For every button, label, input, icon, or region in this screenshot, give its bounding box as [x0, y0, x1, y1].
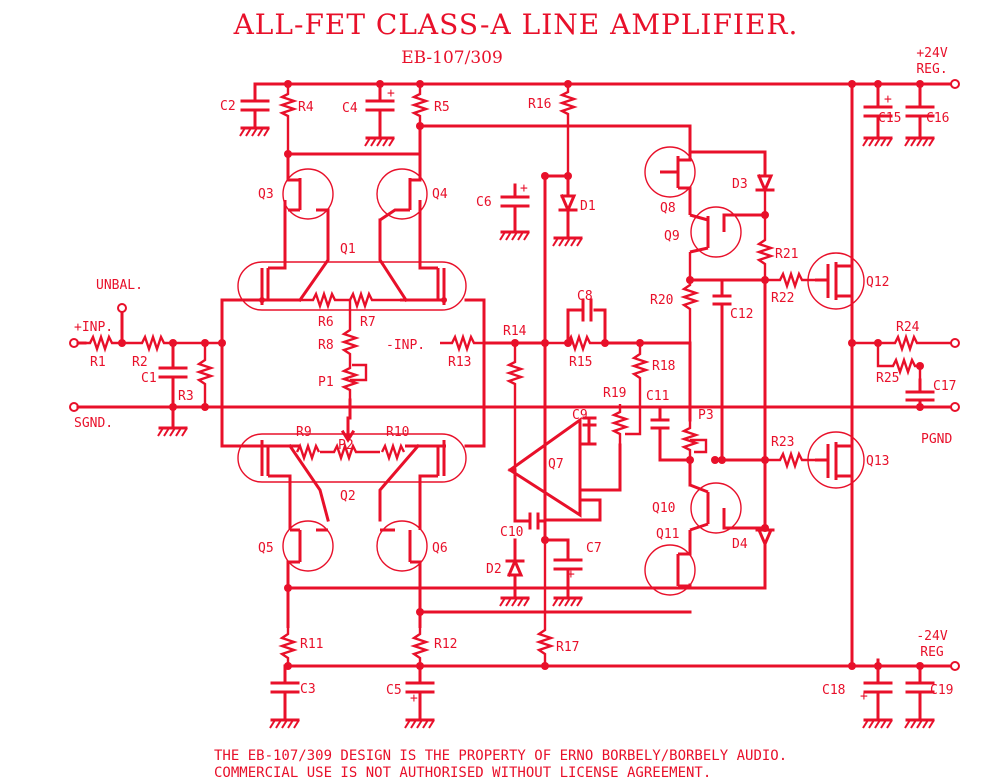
label-r2: R2	[132, 355, 148, 370]
label-c18: C18	[822, 683, 845, 698]
label-q13: Q13	[866, 454, 889, 469]
label-c2: C2	[220, 99, 236, 114]
supply-decoupling: + + + + +	[238, 82, 936, 730]
label-r8: R8	[318, 338, 334, 353]
label-r9: R9	[296, 425, 312, 440]
component-labels: R1 R2 R3 R4 R5 R6 R7 R8 R9 R10 R11 R12 R…	[90, 97, 956, 698]
label-q12: Q12	[866, 275, 889, 290]
label-r18: R18	[652, 359, 675, 374]
neg-supply-terminal[interactable]	[950, 661, 960, 671]
label-r5: R5	[434, 100, 450, 115]
label-c8: C8	[577, 289, 593, 304]
label-c6: C6	[476, 195, 492, 210]
label-r12: R12	[434, 637, 457, 652]
resistor-network	[85, 84, 952, 666]
reference-stage: +	[482, 172, 692, 608]
label-r6: R6	[318, 315, 334, 330]
svg-text:+: +	[410, 691, 418, 706]
label-r11: R11	[300, 637, 323, 652]
label-q10: Q10	[652, 501, 675, 516]
label-p3: P3	[698, 408, 714, 423]
power-rails	[253, 82, 954, 685]
label-c7: C7	[586, 541, 602, 556]
label-r13: R13	[448, 355, 471, 370]
unbal-label: UNBAL.	[96, 278, 143, 293]
label-r20: R20	[650, 293, 673, 308]
label-r23: R23	[771, 435, 794, 450]
label-c3: C3	[300, 682, 316, 697]
label-q4: Q4	[432, 187, 448, 202]
label-c11: C11	[646, 389, 669, 404]
copyright-line-2: COMMERCIAL USE IS NOT AUTHORISED WITHOUT…	[214, 765, 711, 781]
input-stage	[237, 200, 486, 530]
label-r21: R21	[775, 247, 798, 262]
svg-text:+: +	[884, 92, 892, 107]
label-p2: P2	[338, 438, 354, 453]
label-r17: R17	[556, 640, 579, 655]
label-c12: C12	[730, 307, 753, 322]
bias-pots	[320, 362, 380, 462]
pos-supply-reg-label: REG.	[916, 62, 947, 77]
label-r16: R16	[528, 97, 551, 112]
signal-ground-label: SGND.	[74, 416, 113, 431]
label-q2: Q2	[340, 489, 356, 504]
label-c4: C4	[342, 101, 358, 116]
label-r1: R1	[90, 355, 106, 370]
copyright-line-1: THE EB-107/309 DESIGN IS THE PROPERTY OF…	[214, 748, 787, 764]
label-c19: C19	[930, 683, 953, 698]
label-c9: C9	[572, 408, 588, 423]
neg-supply-reg-label: REG	[920, 645, 944, 660]
label-r15: R15	[569, 355, 592, 370]
svg-text:+: +	[520, 181, 528, 196]
label-q6: Q6	[432, 541, 448, 556]
label-c16: C16	[926, 111, 949, 126]
label-q5: Q5	[258, 541, 274, 556]
label-d3: D3	[732, 177, 748, 192]
label-r4: R4	[298, 100, 314, 115]
label-r19: R19	[603, 386, 626, 401]
design-number: EB-107/309	[401, 48, 503, 68]
label-q7: Q7	[548, 457, 564, 472]
label-q1: Q1	[340, 242, 356, 257]
label-q9: Q9	[664, 229, 680, 244]
label-r10: R10	[386, 425, 409, 440]
label-d4: D4	[732, 537, 748, 552]
label-q8: Q8	[660, 201, 676, 216]
terminal-labels: UNBAL. +INP. -INP. SGND. PGND	[74, 278, 952, 447]
label-c1: C1	[141, 371, 157, 386]
svg-text:+: +	[387, 86, 395, 101]
label-r24: R24	[896, 320, 920, 335]
output-stage	[284, 80, 960, 670]
pos-supply-label: +24V	[916, 46, 947, 61]
minus-input-label: -INP.	[386, 338, 425, 353]
label-c5: C5	[386, 683, 402, 698]
label-r3: R3	[178, 389, 194, 404]
label-r22: R22	[771, 291, 794, 306]
label-d2: D2	[486, 562, 502, 577]
label-c15: C15	[878, 111, 901, 126]
label-d1: D1	[580, 199, 596, 214]
input-network	[69, 298, 960, 448]
plus-input-label: +INP.	[74, 320, 113, 335]
label-q3: Q3	[258, 187, 274, 202]
label-q11: Q11	[656, 527, 679, 542]
label-p1: P1	[318, 375, 334, 390]
label-r25: R25	[876, 371, 899, 386]
neg-supply-label: -24V	[916, 629, 947, 644]
svg-text:+: +	[567, 567, 575, 582]
svg-text:+: +	[860, 689, 868, 704]
label-r14: R14	[503, 324, 527, 339]
label-r7: R7	[360, 315, 376, 330]
pos-supply-terminal[interactable]	[950, 79, 960, 89]
power-ground-label: PGND	[921, 432, 952, 447]
driver-stage	[644, 146, 775, 596]
schematic-title: ALL-FET CLASS-A LINE AMPLIFIER.	[233, 8, 799, 41]
label-c17: C17	[933, 379, 956, 394]
label-c10: C10	[500, 525, 523, 540]
